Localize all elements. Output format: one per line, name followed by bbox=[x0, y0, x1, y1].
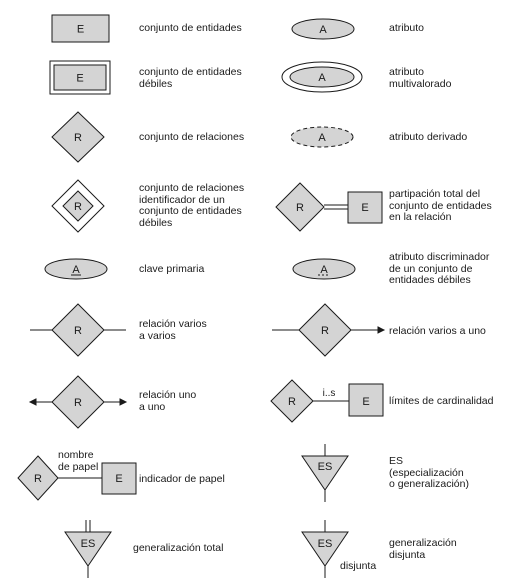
one-to-one-symbol: R bbox=[28, 375, 128, 429]
svg-text:ES: ES bbox=[81, 538, 96, 550]
derived-attribute-symbol: A bbox=[290, 126, 354, 148]
label-role-name: nombre de papel bbox=[58, 449, 99, 473]
svg-text:E: E bbox=[361, 202, 368, 214]
svg-text:E: E bbox=[115, 473, 122, 485]
label-attribute: atributo bbox=[389, 22, 425, 34]
label-disjoint-generalization: generalización disjunta bbox=[389, 537, 457, 561]
label-total-generalization: generalización total bbox=[133, 542, 224, 554]
svg-text:R: R bbox=[296, 202, 304, 214]
identifying-relationship-symbol: R bbox=[51, 179, 105, 233]
label-many-to-one: relación varios a uno bbox=[389, 325, 486, 337]
relationship-set-symbol: R bbox=[51, 111, 105, 163]
total-generalization-symbol: ES bbox=[64, 520, 112, 578]
total-participation-symbol: R E bbox=[275, 182, 383, 232]
svg-text:R: R bbox=[74, 201, 82, 213]
svg-text:ES: ES bbox=[318, 461, 333, 473]
label-total-participation: partipación total del conjunto de entida… bbox=[389, 188, 492, 223]
specialization-symbol: ES bbox=[301, 444, 349, 502]
cardinality-limits-symbol: R E i..s bbox=[270, 379, 384, 423]
weak-entity-set-symbol: E bbox=[49, 60, 111, 95]
entity-set-symbol: E bbox=[51, 14, 110, 43]
label-weak-entity-set: conjunto de entidades débiles bbox=[139, 66, 242, 90]
label-cardinality-limits: límites de cardinalidad bbox=[389, 395, 494, 407]
label-one-to-one: relación uno a uno bbox=[139, 389, 197, 413]
svg-text:ES: ES bbox=[318, 538, 333, 550]
svg-text:A: A bbox=[318, 132, 326, 144]
label-derived-attribute: atributo derivado bbox=[389, 131, 468, 143]
svg-text:A: A bbox=[72, 264, 80, 276]
svg-text:R: R bbox=[321, 325, 329, 337]
svg-text:E: E bbox=[76, 73, 83, 85]
svg-text:i..s: i..s bbox=[323, 388, 336, 399]
label-multivalued-attribute: atributo multivalorado bbox=[389, 66, 452, 90]
svg-text:R: R bbox=[74, 132, 82, 144]
label-entity-set: conjunto de entidades bbox=[139, 22, 242, 34]
label-discriminator-attribute: atributo discriminador de un conjunto de… bbox=[389, 251, 490, 286]
disjoint-generalization-symbol: ES bbox=[301, 520, 349, 578]
role-indicator-symbol: R E bbox=[17, 455, 137, 501]
svg-text:E: E bbox=[77, 24, 84, 36]
svg-text:E: E bbox=[362, 396, 369, 408]
svg-text:A: A bbox=[318, 72, 326, 84]
svg-text:A: A bbox=[320, 264, 328, 276]
attribute-symbol: A bbox=[291, 18, 355, 40]
discriminator-attribute-symbol: A bbox=[292, 258, 356, 280]
many-to-one-symbol: R bbox=[272, 303, 386, 357]
many-to-many-symbol: R bbox=[30, 303, 126, 357]
label-disjoint-word: disjunta bbox=[340, 560, 377, 572]
multivalued-attribute-symbol: A bbox=[281, 61, 363, 93]
label-primary-key: clave primaria bbox=[139, 263, 205, 275]
primary-key-symbol: A bbox=[44, 258, 108, 280]
svg-text:R: R bbox=[74, 325, 82, 337]
label-role-indicator: indicador de papel bbox=[139, 473, 225, 485]
svg-text:R: R bbox=[34, 473, 42, 485]
label-relationship-set: conjunto de relaciones bbox=[139, 131, 245, 143]
svg-text:R: R bbox=[74, 397, 82, 409]
svg-text:R: R bbox=[288, 396, 296, 408]
svg-text:A: A bbox=[319, 24, 327, 36]
label-many-to-many: relación varios a varios bbox=[139, 318, 207, 342]
label-identifying-relationship: conjunto de relaciones identificador de … bbox=[139, 182, 245, 229]
label-specialization: ES (especialización o generalización) bbox=[389, 455, 469, 490]
